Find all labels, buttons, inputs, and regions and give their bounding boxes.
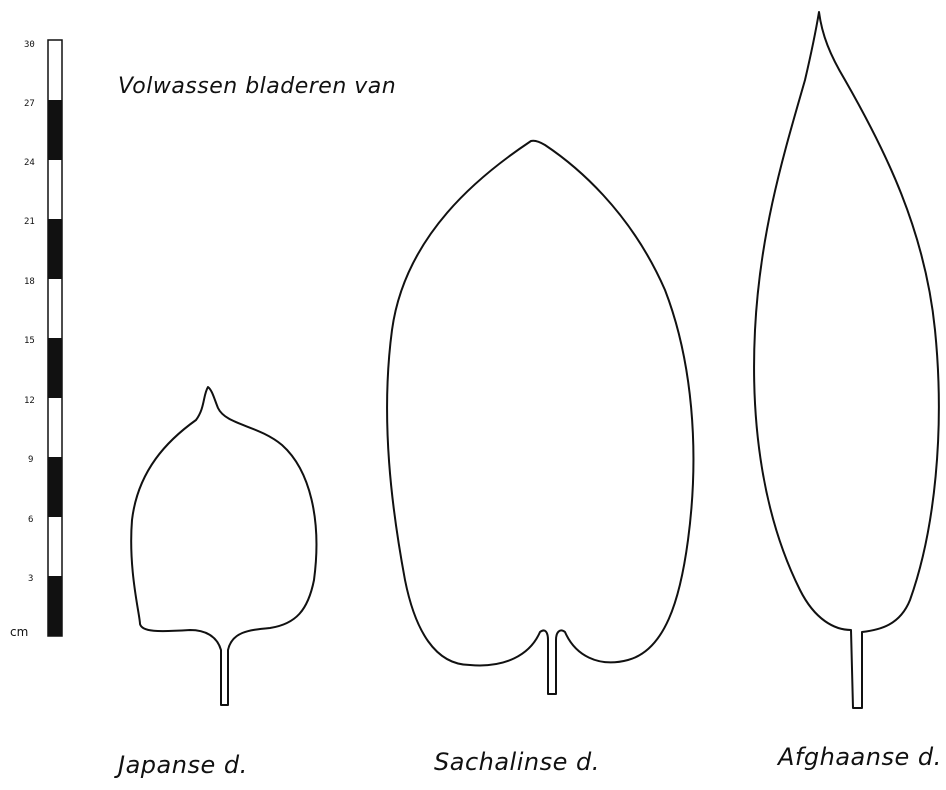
scale-segment-dark [48,457,62,517]
scale-tick-label: 3 [28,574,33,584]
leaf-label: Sachalinse d. [434,748,600,776]
scale-tick-label: 21 [24,217,35,227]
scale-unit-label: cm [10,625,28,639]
scale-bar: 3 6 9 12 15 18 21 24 27 30 cm [10,40,62,639]
scale-segment-dark [48,576,62,636]
scale-tick-label: 27 [24,99,35,109]
scale-segment-dark [48,100,62,160]
scale-segment-dark [48,338,62,398]
scale-tick-label: 9 [28,455,33,465]
leaf-afghaanse: Afghaanse d. [754,12,942,771]
leaf-sachalinse: Sachalinse d. [387,141,693,776]
leaf-japanse: Japanse d. [114,387,316,779]
leaf-outline [131,387,316,705]
scale-tick-label: 12 [24,396,35,406]
drawing-title: Volwassen bladeren van [118,74,396,99]
leaf-label: Afghaanse d. [776,743,942,771]
scale-tick-label: 30 [24,40,35,50]
scale-tick-label: 18 [24,277,35,287]
leaf-outline [754,12,939,708]
scale-segment-dark [48,219,62,279]
leaf-outline [387,141,693,694]
scale-tick-label: 6 [28,515,33,525]
scale-tick-label: 15 [24,336,35,346]
scale-tick-label: 24 [24,158,35,168]
leaf-label: Japanse d. [114,751,248,779]
